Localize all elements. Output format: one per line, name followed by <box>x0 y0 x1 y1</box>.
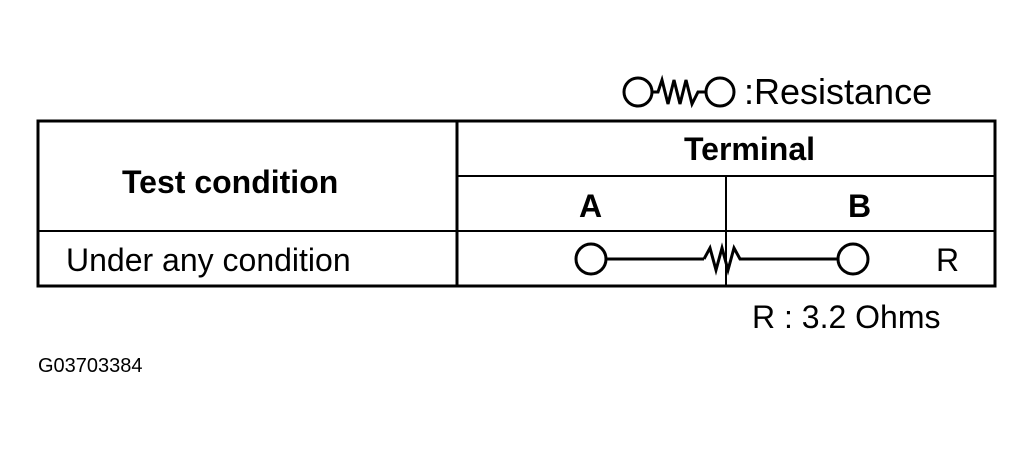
figure-id: G03703384 <box>38 355 143 377</box>
table-border <box>36 119 997 288</box>
header-terminal-b: B <box>848 188 872 224</box>
terminal-b-circle-icon <box>836 242 870 276</box>
resistance-symbol-icon <box>622 74 736 109</box>
continuity-connection <box>574 242 870 276</box>
resistance-footnote: R : 3.2 Ohms <box>752 299 941 335</box>
terminal-a-circle-icon <box>574 242 608 276</box>
resistor-icon <box>702 242 746 276</box>
row-symbol: R <box>936 242 960 278</box>
header-test-condition: Test condition <box>122 164 339 200</box>
row-condition: Under any condition <box>66 242 351 278</box>
legend: :Resistance <box>620 72 932 112</box>
legend-label: :Resistance <box>744 71 933 112</box>
header-terminal-a: A <box>579 188 603 224</box>
header-terminal: Terminal <box>684 131 815 167</box>
